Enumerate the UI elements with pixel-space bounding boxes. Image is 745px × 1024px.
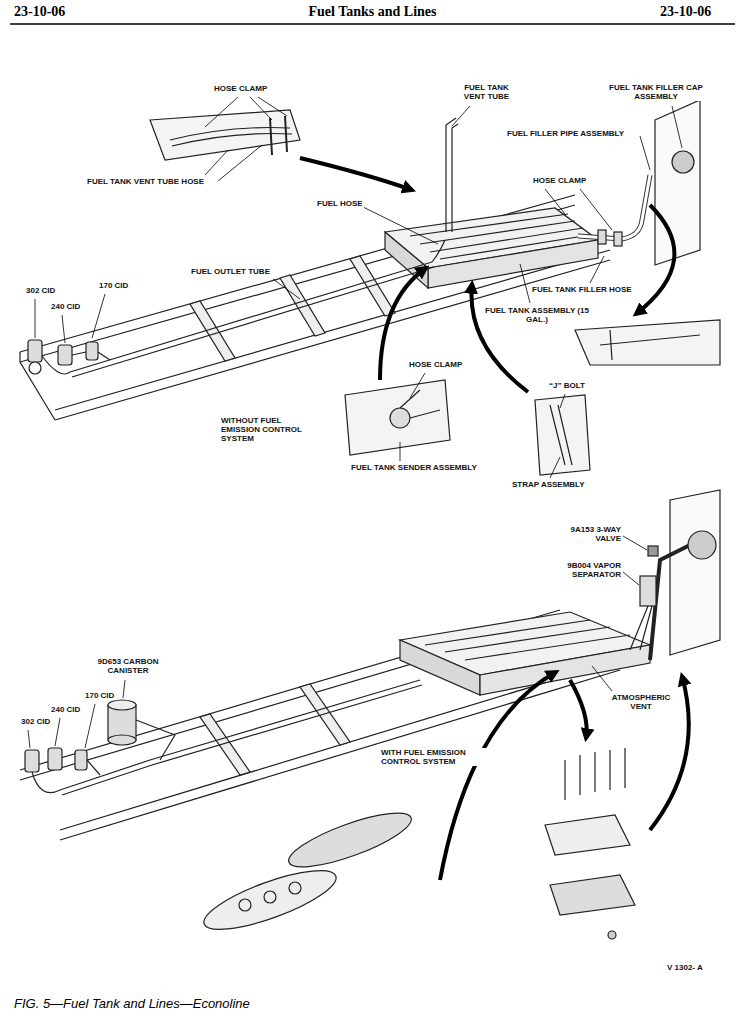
figure-caption: FIG. 5—Fuel Tank and Lines—Econoline — [14, 996, 250, 1011]
part-label: FUEL TANK VENT TUBE — [458, 83, 515, 101]
page-number: 23-10-06 — [14, 4, 65, 20]
part-label: ATMOSPHERIC VENT — [602, 693, 680, 711]
part-label: “J” BOLT — [548, 381, 586, 390]
part-label: 170 CID — [84, 691, 115, 700]
part-label: 9D653 CARBON CANISTER — [96, 657, 160, 675]
page-title: Fuel Tanks and Lines — [250, 4, 495, 20]
part-label: FUEL TANK ASSEMBLY (15 GAL.) — [484, 306, 590, 324]
part-label: V 1302- A — [666, 963, 704, 972]
part-label: WITH FUEL EMISSION CONTROL SYSTEM — [380, 748, 490, 766]
part-label: 240 CID — [50, 705, 81, 714]
part-label: FUEL OUTLET TUBE — [190, 267, 271, 276]
part-label: FUEL FILLER PIPE ASSEMBLY — [506, 129, 625, 138]
part-label: HOSE CLAMP — [532, 176, 587, 185]
part-label: 170 CID — [98, 281, 129, 290]
part-label: 302 CID — [25, 286, 56, 295]
part-label: FUEL TANK VENT TUBE HOSE — [86, 177, 205, 186]
part-label: HOSE CLAMP — [408, 360, 463, 369]
part-label: 9A153 3-WAY VALVE — [560, 525, 622, 543]
part-label: WITHOUT FUEL EMISSION CONTROL SYSTEM — [220, 416, 317, 444]
part-label: 9B004 VAPOR SEPARATOR — [560, 561, 622, 579]
part-label: FUEL TANK FILLER CAP ASSEMBLY — [606, 83, 706, 101]
part-label: STRAP ASSEMBLY — [511, 480, 586, 489]
part-label: 302 CID — [20, 717, 51, 726]
part-label: FUEL HOSE — [316, 199, 364, 208]
part-label: 240 CID — [50, 302, 81, 311]
part-label: FUEL TANK SENDER ASSEMBLY — [350, 463, 478, 472]
part-label: HOSE CLAMP — [213, 84, 268, 93]
page-number: 23-10-06 — [660, 4, 711, 20]
part-label: FUEL TANK FILLER HOSE — [531, 285, 633, 294]
